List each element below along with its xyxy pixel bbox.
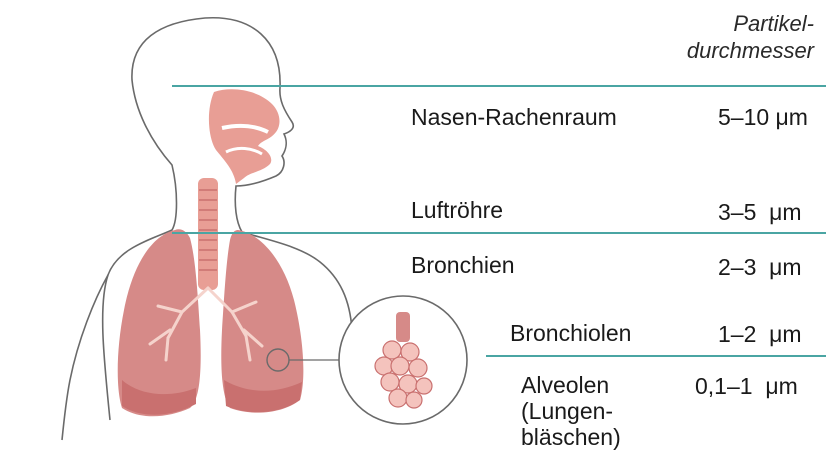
region-label-nasopharynx: Nasen-Rachenraum [411, 104, 617, 130]
header-line-2: durchmesser [687, 37, 814, 64]
bronchiole-tube [396, 312, 410, 342]
size-value-bronchi: 2–3 μm [718, 254, 802, 280]
region-label-bronchi: Bronchien [411, 252, 515, 278]
nasal-cavity [209, 89, 280, 184]
size-value-nasopharynx: 5–10 μm [718, 104, 808, 130]
column-header: Partikel- durchmesser [687, 10, 814, 64]
size-value-alveoli: 0,1–1 μm [695, 373, 798, 399]
header-line-1: Partikel- [687, 10, 814, 37]
alveoli-label-line-2: (Lungen- [521, 398, 621, 424]
region-label-alveoli: Alveolen (Lungen- bläschen) [521, 372, 621, 450]
size-value-trachea: 3–5 μm [718, 199, 802, 225]
region-label-bronchioles: Bronchiolen [510, 320, 631, 346]
size-value-bronchioles: 1–2 μm [718, 321, 802, 347]
alveoli-label-line-1: Alveolen [521, 372, 621, 398]
body-outline-left-arm [62, 275, 108, 440]
alveoli-label-line-3: bläschen) [521, 424, 621, 450]
region-label-trachea: Luftröhre [411, 197, 503, 223]
